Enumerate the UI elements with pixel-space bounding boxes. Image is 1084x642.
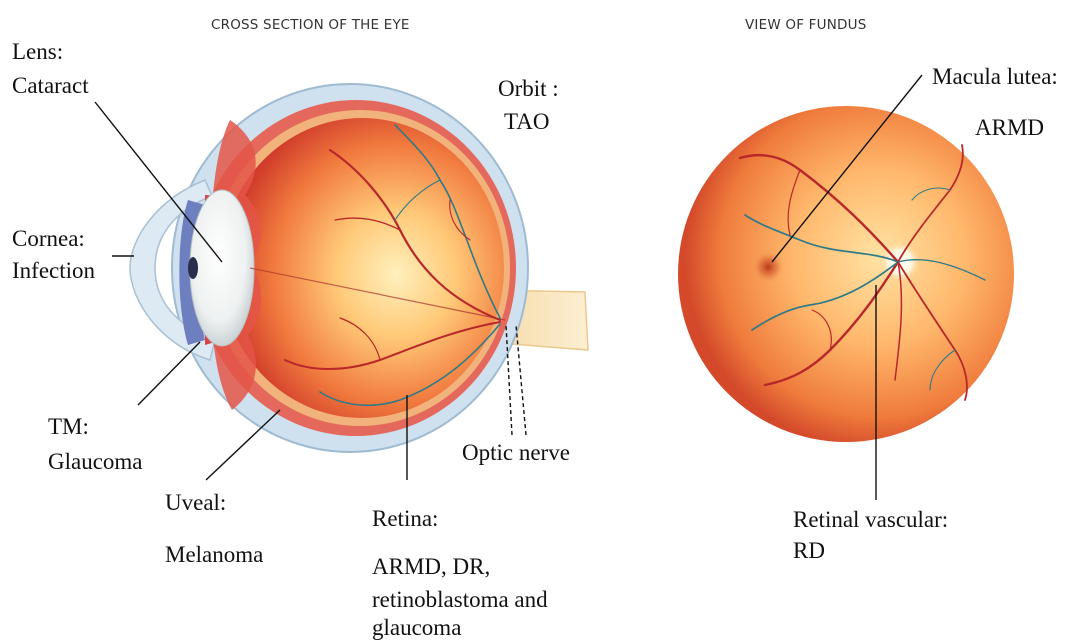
orbit-disease: TAO [504, 108, 549, 135]
uveal-disease: Melanoma [165, 541, 263, 568]
tm-disease: Glaucoma [48, 448, 143, 475]
retina-label: Retina: [372, 505, 438, 532]
retina-disease-line-3: glaucoma [372, 614, 461, 641]
optic-nerve-label: Optic nerve [462, 439, 570, 466]
uveal-label: Uveal: [165, 489, 226, 516]
cornea-label: Cornea: [12, 225, 85, 252]
orbit-label: Orbit : [498, 75, 559, 102]
macula-label: Macula lutea: [932, 63, 1058, 90]
cornea-disease: Infection [12, 257, 95, 284]
fundus-view [678, 106, 1014, 442]
tm-label: TM: [48, 413, 89, 440]
tm-leader [138, 342, 200, 405]
lens-label: Lens: [12, 38, 63, 65]
macula [752, 251, 784, 283]
retinal-vascular-label: Retinal vascular: [793, 506, 948, 533]
lens-disease: Cataract [12, 72, 89, 99]
retinal-vascular-disease: RD [793, 537, 825, 564]
retina-disease-line-1: ARMD, DR, [372, 553, 490, 580]
macula-disease: ARMD [975, 114, 1044, 141]
cross-section-eye [130, 84, 588, 452]
uveal-leader [206, 410, 280, 480]
retina-disease-line-2: retinoblastoma and [372, 586, 548, 613]
vitreous-body [220, 118, 504, 418]
lens [190, 190, 254, 346]
pupil [188, 257, 198, 279]
